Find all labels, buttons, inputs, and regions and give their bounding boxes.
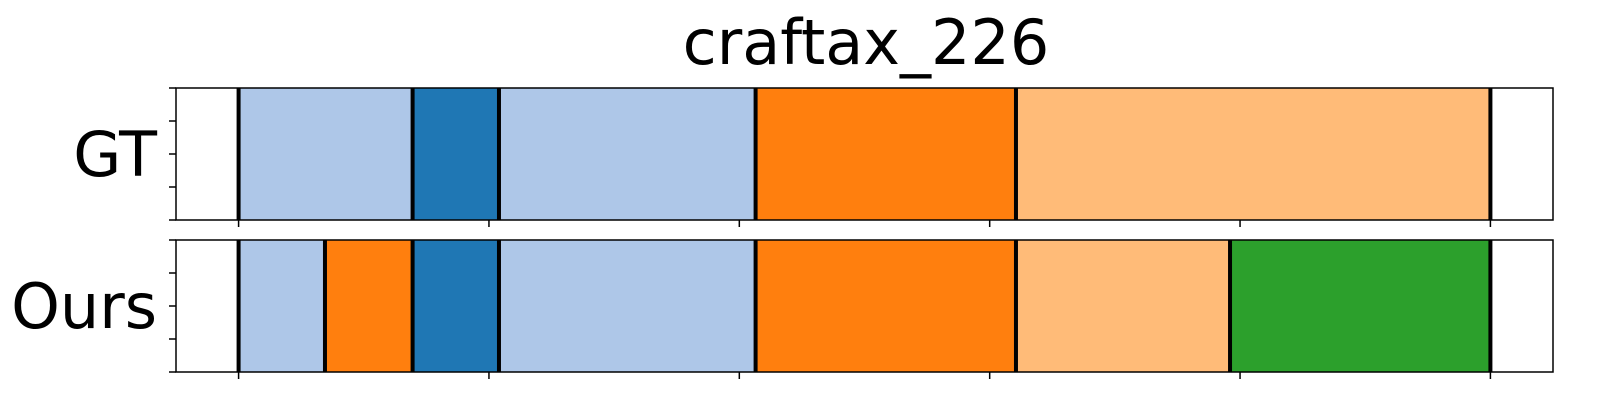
chart-title: craftax_226 xyxy=(683,6,1050,79)
row-label-gt: GT xyxy=(73,118,158,191)
segment-gt-1 xyxy=(412,88,499,220)
segment-ours-6 xyxy=(1230,240,1491,372)
segment-ours-4 xyxy=(755,240,1016,372)
segment-gt-3 xyxy=(755,88,1016,220)
segment-ours-0 xyxy=(238,240,325,372)
chart-rows: GT Ours xyxy=(11,87,1554,379)
row-gt: GT xyxy=(73,87,1554,227)
segment-ours-5 xyxy=(1015,240,1231,372)
segment-ours-3 xyxy=(498,240,756,372)
row-label-ours: Ours xyxy=(11,270,157,343)
segment-gt-2 xyxy=(498,88,756,220)
segment-gt-0 xyxy=(238,88,413,220)
segment-ours-2 xyxy=(412,240,499,372)
segment-ours-1 xyxy=(324,240,413,372)
segment-gt-4 xyxy=(1015,88,1491,220)
row-ours: Ours xyxy=(11,239,1554,379)
